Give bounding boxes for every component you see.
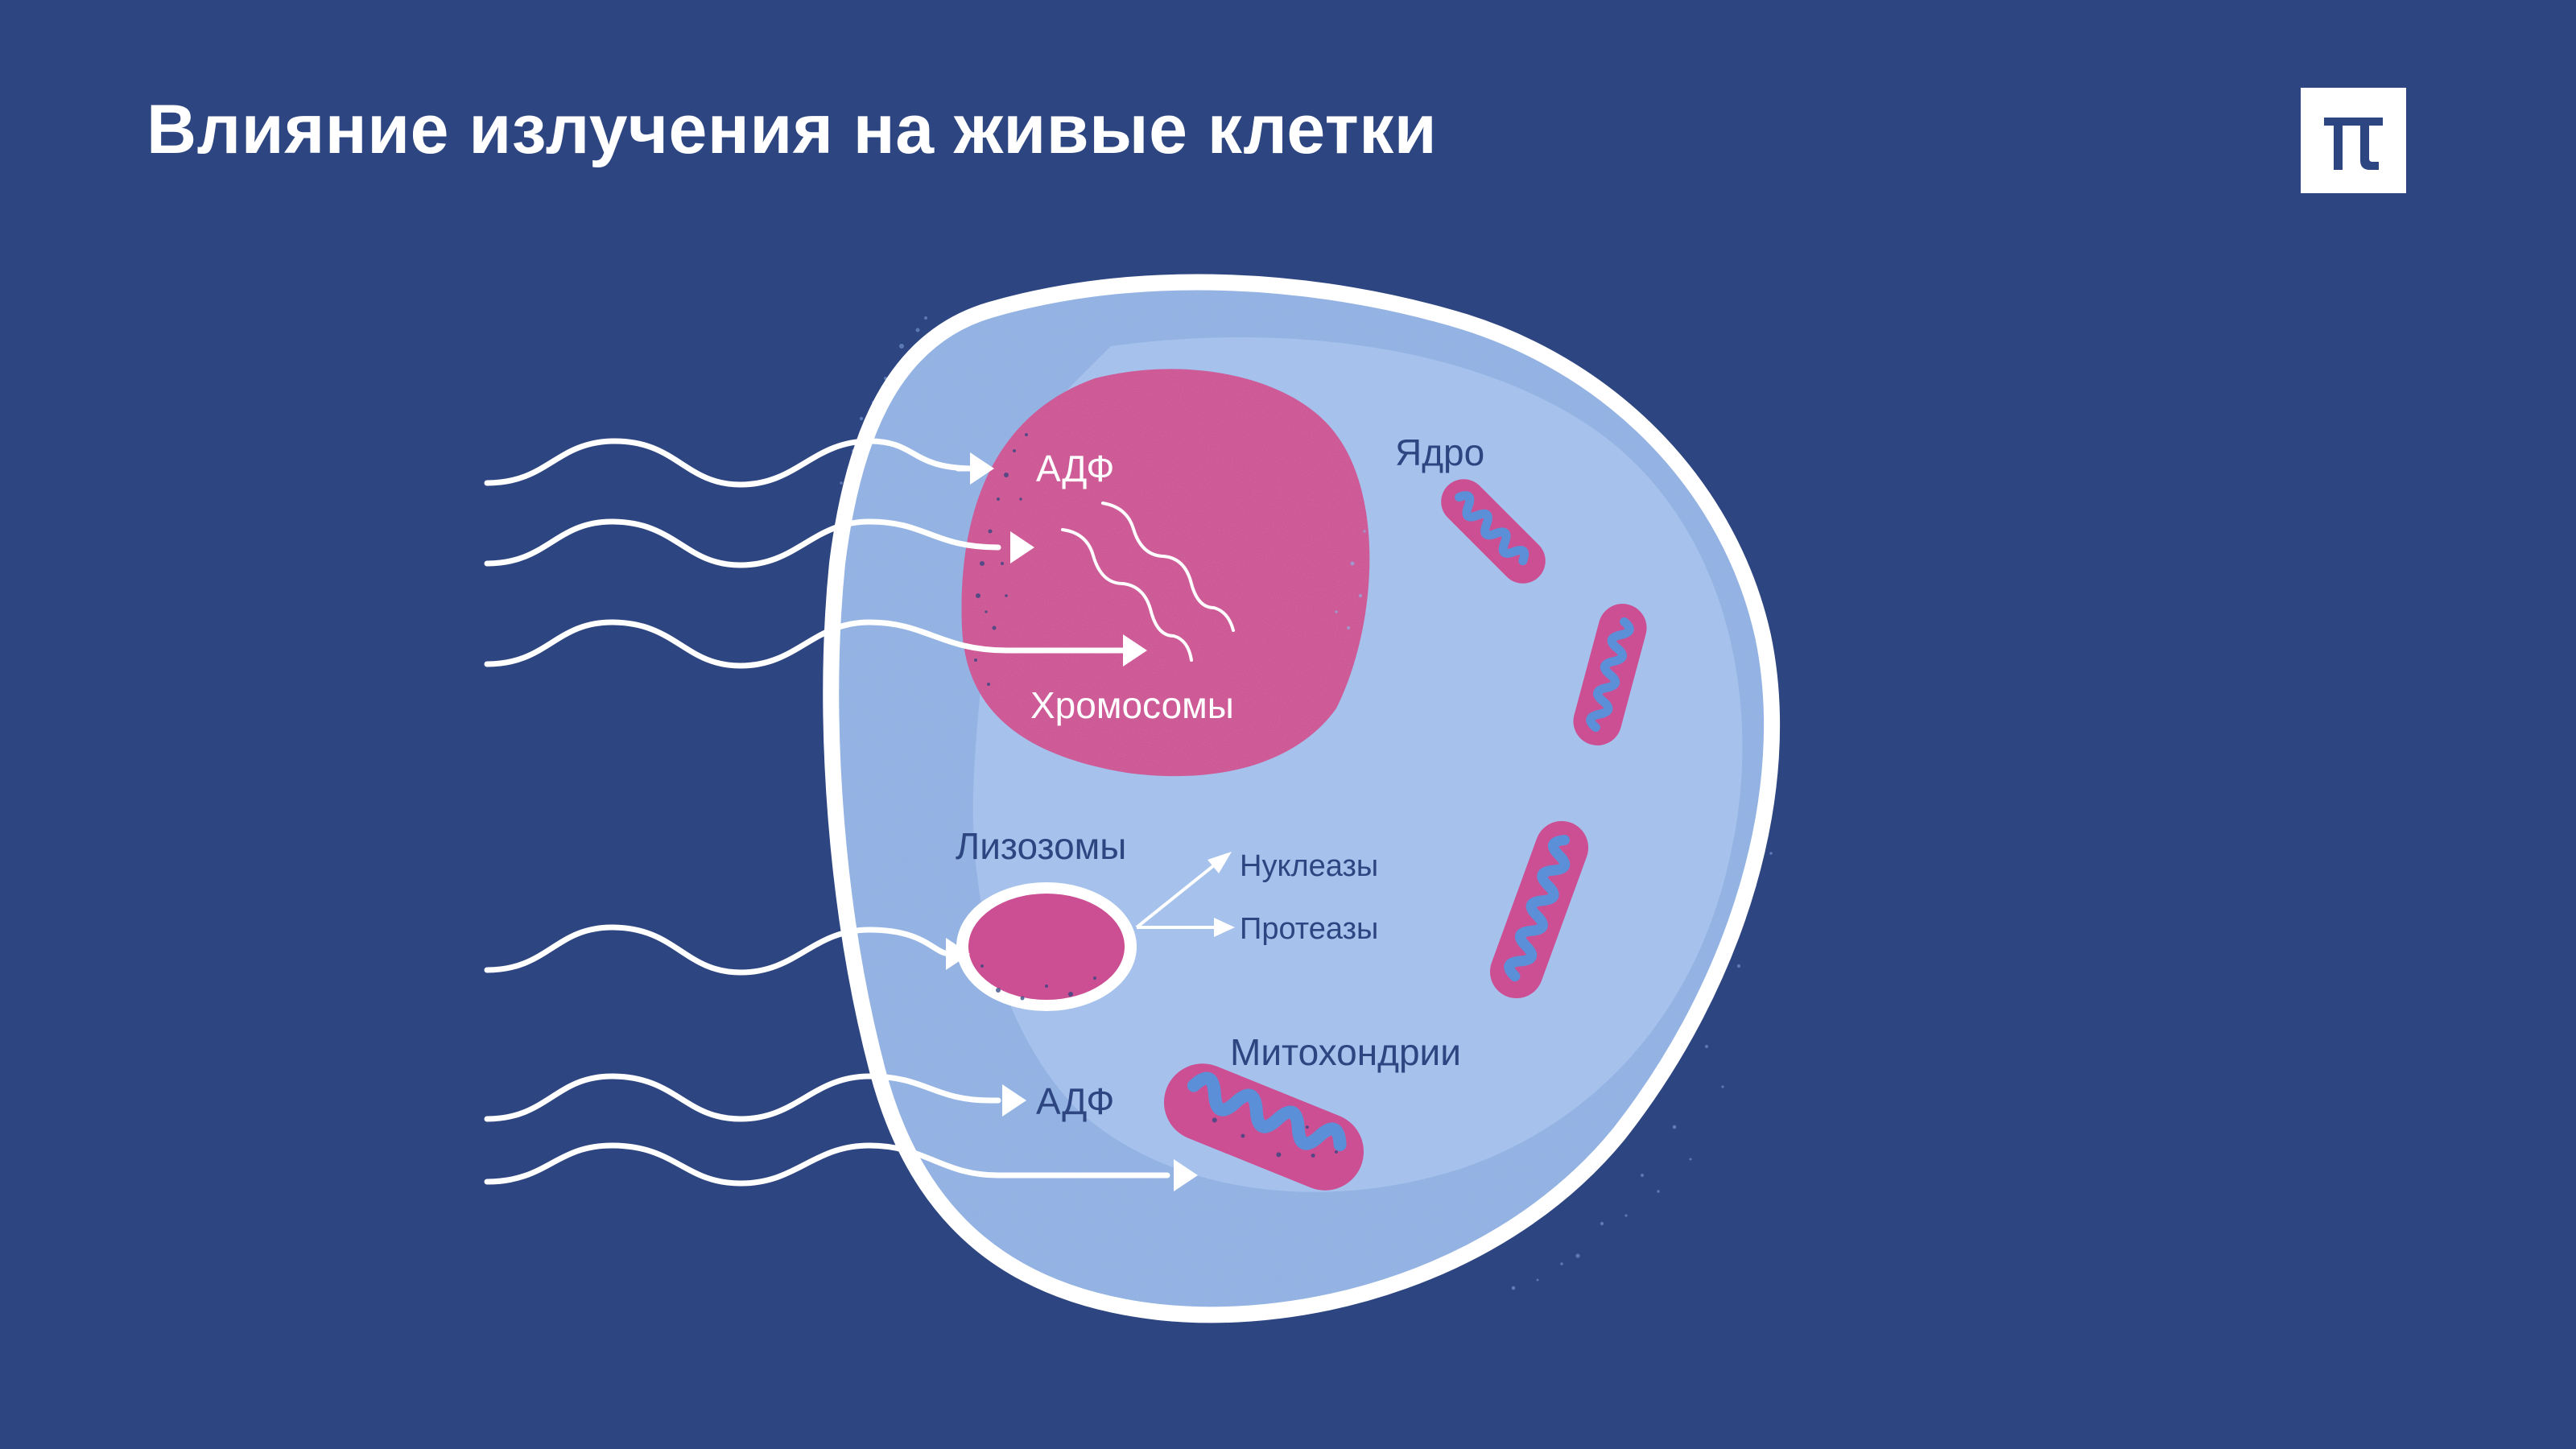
radiation-wave-3 xyxy=(484,619,1130,669)
radiation-wave-6 xyxy=(484,1142,1170,1187)
label-adf-bottom: АДФ xyxy=(1036,1080,1114,1122)
radiation-waves xyxy=(484,438,1170,1187)
mitochondrion-2 xyxy=(1573,604,1647,745)
radiation-arrowheads xyxy=(946,452,1198,1191)
mitochondrion-main xyxy=(1163,1063,1364,1191)
arrowhead-6 xyxy=(1174,1159,1198,1191)
label-lysosomes: Лизозомы xyxy=(956,825,1126,867)
cell-membrane xyxy=(823,274,1781,1323)
mitochondrion-1 xyxy=(1441,479,1546,584)
page-title: Влияние излучения на живые клетки xyxy=(147,91,1438,168)
enzyme-arrows xyxy=(1135,852,1235,937)
radiation-wave-1 xyxy=(484,438,975,488)
pi-logo-icon xyxy=(2324,118,2383,170)
label-proteases: Протеазы xyxy=(1240,912,1378,946)
mitochondrion-3 xyxy=(1489,820,1589,999)
chromosome-strand-2 xyxy=(1101,502,1235,632)
radiation-wave-2 xyxy=(484,518,1001,568)
label-mitochondria: Митохондрии xyxy=(1230,1031,1461,1073)
label-nucleases: Нуклеазы xyxy=(1240,849,1378,883)
arrowhead-2 xyxy=(1010,531,1034,564)
lysosome xyxy=(956,882,1137,1011)
chromosome-strand-1 xyxy=(1061,528,1193,662)
label-nucleus: Ядро xyxy=(1395,431,1484,473)
arrowhead-5 xyxy=(1002,1084,1026,1117)
label-chromosomes: Хромосомы xyxy=(1030,684,1234,726)
arrowhead-1 xyxy=(970,452,994,485)
label-adf-top: АДФ xyxy=(1036,448,1114,489)
radiation-wave-5 xyxy=(484,1073,1001,1122)
radiation-wave-4 xyxy=(484,924,953,976)
nucleus xyxy=(961,369,1370,777)
logo xyxy=(2301,88,2406,193)
arrowhead-4 xyxy=(946,938,970,970)
arrowhead-3 xyxy=(1123,634,1147,667)
